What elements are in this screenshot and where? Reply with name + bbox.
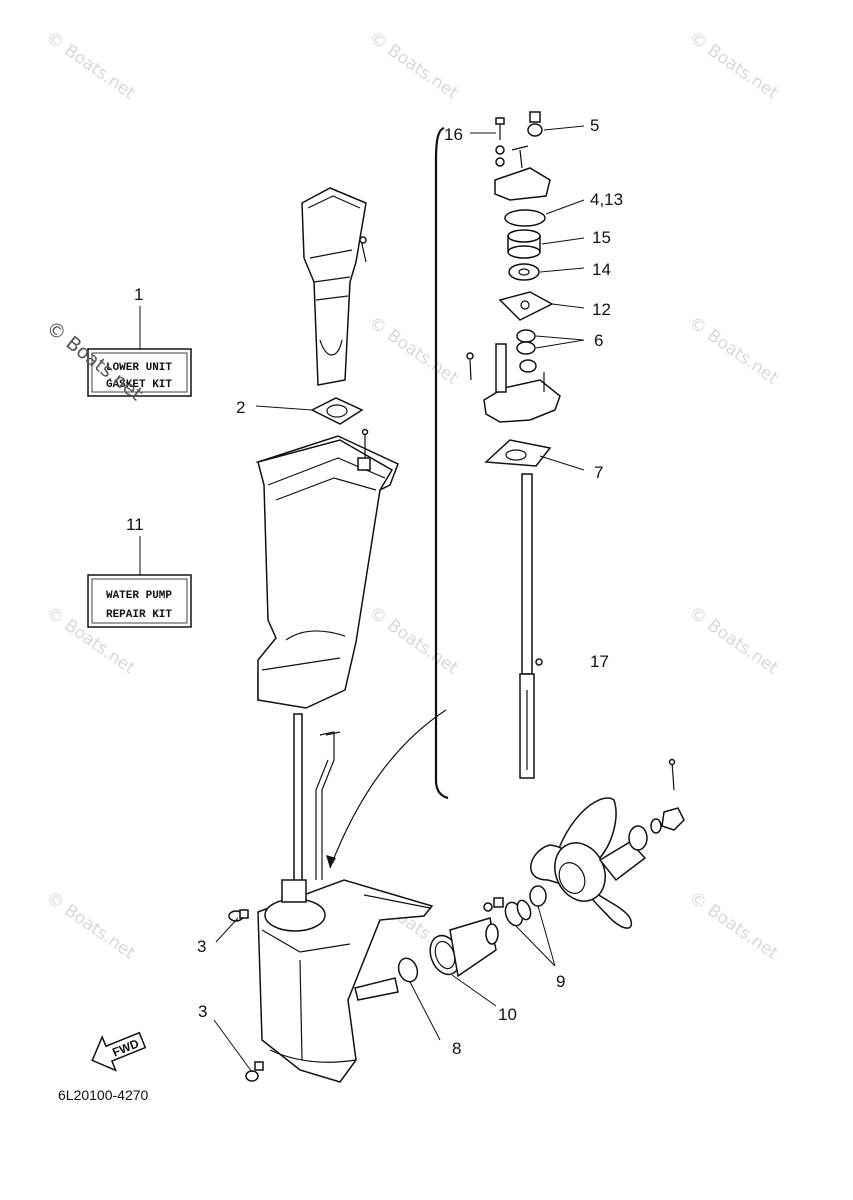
watermark: © Boats.net <box>685 313 782 389</box>
watermark: © Boats.net <box>42 888 139 964</box>
water-pump-housing-group <box>466 111 561 779</box>
drain-screw-upper <box>228 909 249 922</box>
water-pump-kit-label: 11 WATER PUMP REPAIR KIT <box>87 515 192 628</box>
assembly-arrow <box>329 709 447 869</box>
watermark: © Boats.net <box>365 28 462 104</box>
propeller-nut-set <box>628 758 685 851</box>
pump-group-bracket <box>434 126 449 800</box>
callout-10: 10 <box>498 1005 517 1024</box>
callout-16: 16 <box>444 125 463 144</box>
callout-8: 8 <box>452 1039 461 1058</box>
callout-3: 3 <box>198 1002 207 1021</box>
oil-seals-9 <box>483 885 547 927</box>
lower-casing <box>257 879 434 1083</box>
callout-12: 12 <box>592 300 611 319</box>
callout-6: 6 <box>594 331 603 350</box>
callout-17: 17 <box>590 652 609 671</box>
upper-casing <box>255 428 399 709</box>
fwd-arrow: FWD <box>91 1031 147 1072</box>
watermark: © Boats.net <box>685 28 782 104</box>
callout-2: 2 <box>236 398 245 417</box>
callout-3: 3 <box>197 937 206 956</box>
callout-11: 11 <box>126 515 144 534</box>
callout-15: 15 <box>592 228 611 247</box>
watermark: © Boats.net <box>685 888 782 964</box>
callout-4-13: 4,13 <box>590 190 623 209</box>
callout-14: 14 <box>592 260 611 279</box>
pump-kit-line2: REPAIR KIT <box>106 609 172 621</box>
watermark: © Boats.net <box>365 313 462 389</box>
water-tubes <box>293 713 341 891</box>
gasket-kit-line1: LOWER UNIT <box>106 362 172 374</box>
gasket-kit-line2: GASKET KIT <box>106 379 172 391</box>
prop-shaft-housing-10 <box>429 917 499 978</box>
exhaust-guide <box>301 187 367 386</box>
callout-9: 9 <box>556 972 565 991</box>
gasket-2 <box>310 397 364 425</box>
leader-lines <box>213 125 585 1073</box>
drain-screw-lower <box>245 1061 264 1082</box>
callout-1: 1 <box>134 285 143 304</box>
callout-7: 7 <box>594 463 603 482</box>
propeller <box>529 797 647 929</box>
o-ring-8 <box>397 957 419 983</box>
part-number: 6L20100-4270 <box>58 1087 149 1103</box>
watermark: © Boats.net <box>365 603 462 679</box>
gasket-kit-label: 1 LOWER UNIT GASKET KIT <box>87 285 192 397</box>
watermark: © Boats.net <box>685 603 782 679</box>
callout-5: 5 <box>590 116 599 135</box>
watermark: © Boats.net <box>42 28 139 104</box>
pump-kit-line1: WATER PUMP <box>106 590 172 602</box>
